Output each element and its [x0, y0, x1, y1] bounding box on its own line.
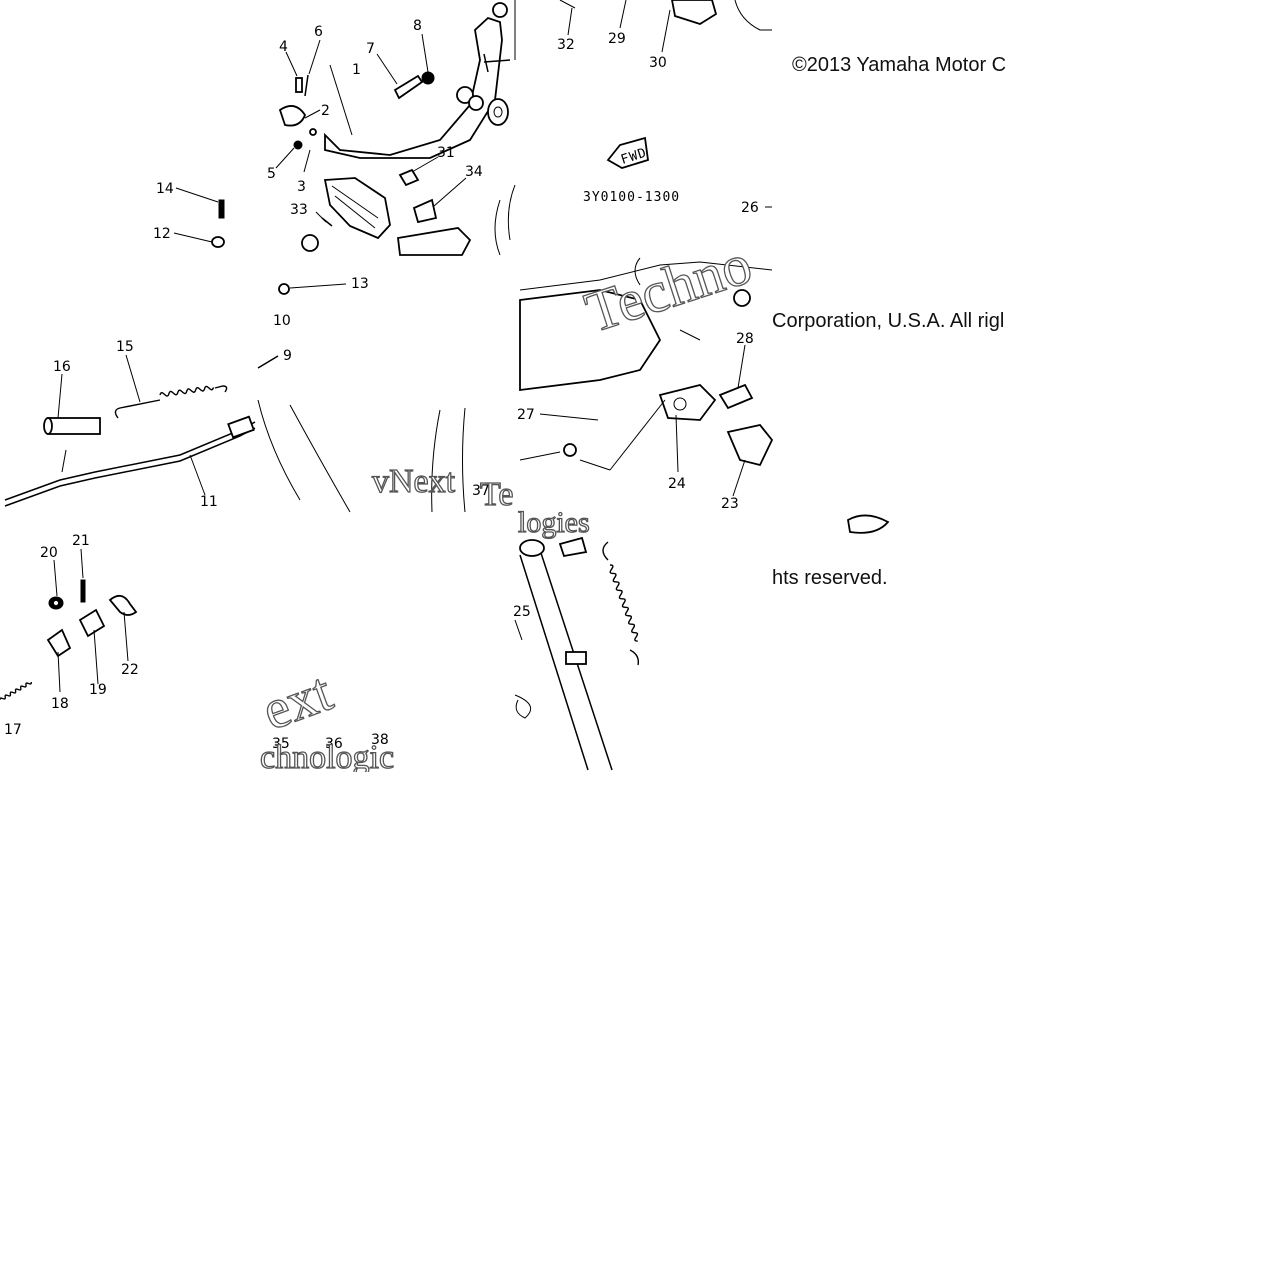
copyright-line-3: hts reserved.	[772, 567, 888, 589]
callout-37: 37	[472, 483, 490, 499]
copyright-line-2: Corporation, U.S.A. All rigl	[772, 310, 1004, 332]
callout-8: 8	[413, 18, 422, 34]
stand-leg-group	[514, 514, 890, 771]
callout-2: 2	[321, 103, 330, 119]
callout-35: 35	[272, 736, 290, 752]
watermark-chnologic: chnologic	[260, 739, 394, 776]
callout-28: 28	[736, 331, 754, 347]
brake-rod-group	[4, 355, 466, 513]
callout-10: 10	[273, 313, 291, 329]
watermarks: Techno vNext Te logies ext chnologic	[254, 230, 760, 777]
callout-1: 1	[352, 62, 361, 78]
callout-38: 38	[371, 732, 389, 748]
watermark-techno: Techno	[578, 231, 760, 345]
callout-18: 18	[51, 696, 69, 712]
callout-17: 17	[4, 722, 22, 738]
callout-21: 21	[72, 533, 90, 549]
callout-24: 24	[668, 476, 686, 492]
callout-6: 6	[314, 24, 323, 40]
copyright-line-1: ©2013 Yamaha Motor C	[792, 54, 1006, 76]
callout-26: 26	[741, 200, 759, 216]
callout-31: 31	[437, 145, 455, 161]
watermark-vnext: vNext	[372, 463, 456, 500]
callout-19: 19	[89, 682, 107, 698]
callout-32: 32	[557, 37, 575, 53]
brake-pedal-group	[211, 0, 516, 295]
callout-9: 9	[283, 348, 292, 364]
sidestand-group	[519, 257, 774, 471]
callout-11: 11	[200, 494, 218, 510]
callout-12: 12	[153, 226, 171, 242]
blank-region-bottom	[0, 772, 1030, 1285]
upper-right-parts	[559, 0, 772, 31]
fwd-arrow: FWD	[606, 136, 649, 169]
callout-27: 27	[517, 407, 535, 423]
callout-20: 20	[40, 545, 58, 561]
callout-15: 15	[116, 339, 134, 355]
blank-region-right	[1030, 0, 1285, 1285]
leader-lines	[53, 0, 772, 693]
callout-29: 29	[608, 31, 626, 47]
watermark-ext: ext	[254, 661, 340, 743]
blank-region-lower-left	[150, 540, 257, 772]
brake-switch-group	[0, 579, 138, 701]
callout-numbers: 1 2 3 4 5 6 7 8 9 10 11 12 13 14 15 16 1…	[4, 18, 759, 752]
callout-3: 3	[297, 179, 306, 195]
callout-25: 25	[513, 604, 531, 620]
callout-22: 22	[121, 662, 139, 678]
callout-23: 23	[721, 496, 739, 512]
callout-7: 7	[366, 41, 375, 57]
callout-36: 36	[325, 736, 343, 752]
blank-region-top-left	[0, 0, 150, 170]
copyright-notice: ©2013 Yamaha Motor C Corporation, U.S.A.…	[772, 54, 1006, 589]
callout-4: 4	[279, 39, 288, 55]
watermark-te: Te	[480, 476, 514, 513]
callout-16: 16	[53, 359, 71, 375]
diagram-code: 3Y0100-1300	[583, 190, 680, 205]
watermark-logies: logies	[518, 506, 590, 539]
callout-30: 30	[649, 55, 667, 71]
callout-13: 13	[351, 276, 369, 292]
callout-33: 33	[290, 202, 308, 218]
callout-34: 34	[465, 164, 483, 180]
callout-5: 5	[267, 166, 276, 182]
callout-14: 14	[156, 181, 174, 197]
